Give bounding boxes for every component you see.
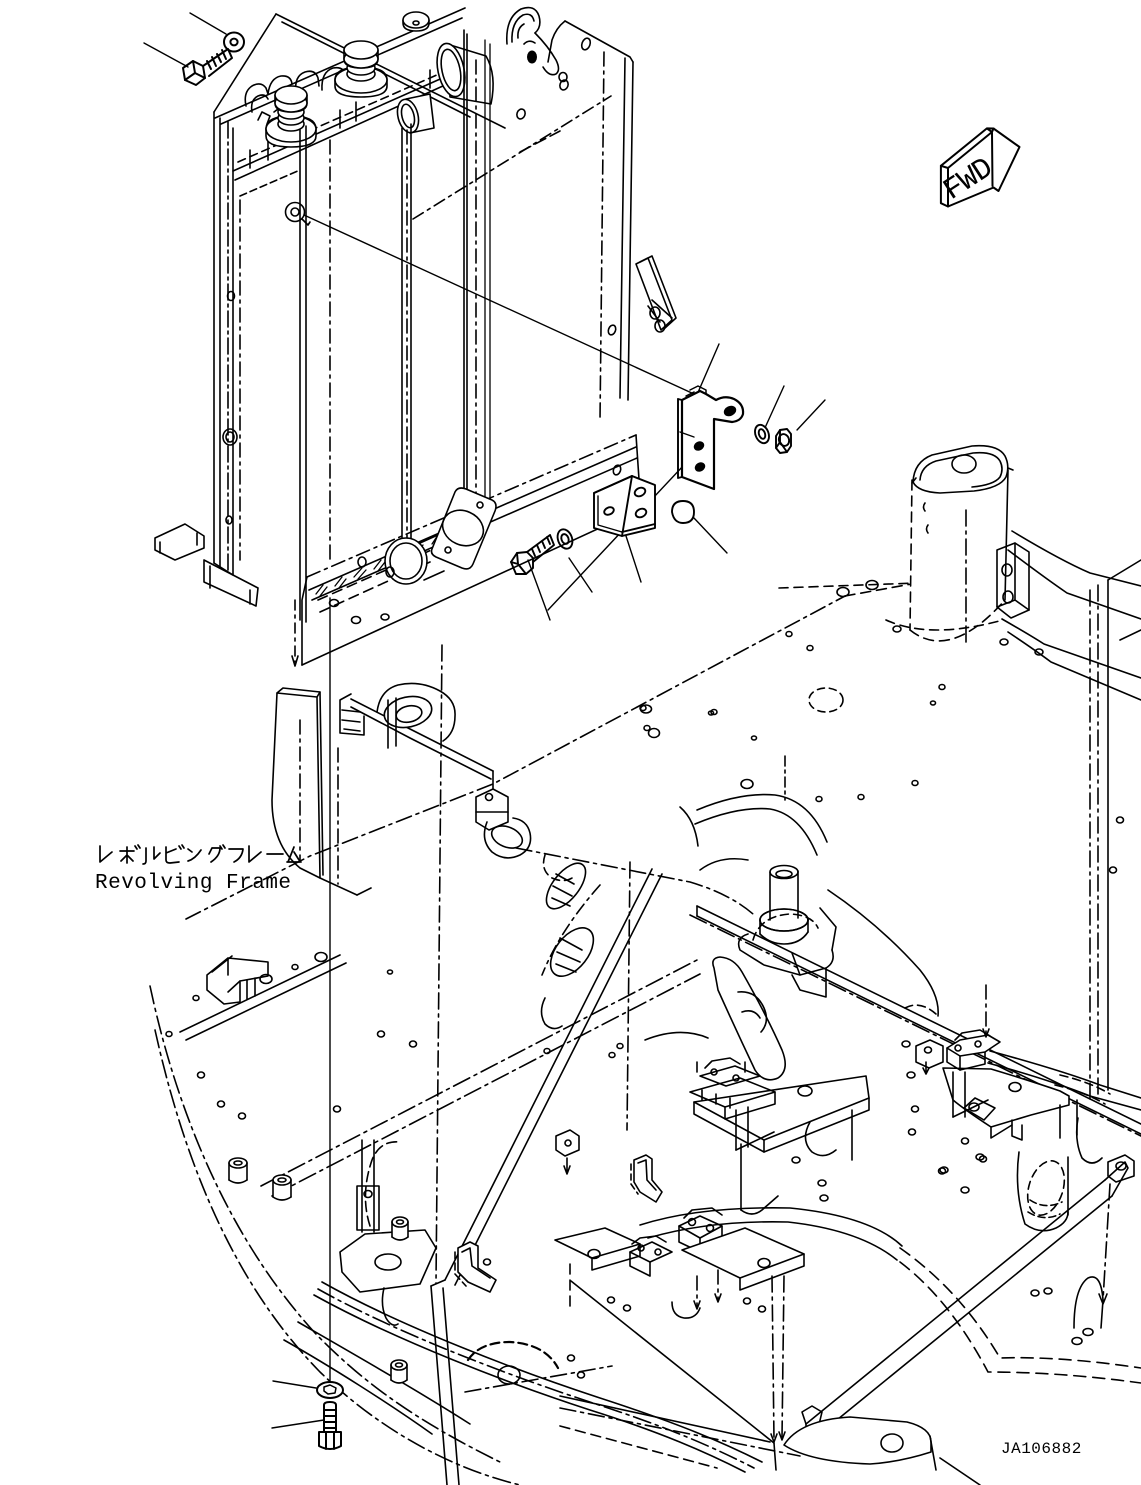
svg-text:JA106882: JA106882 [1001, 1440, 1082, 1458]
svg-text:Revolving Frame: Revolving Frame [95, 872, 292, 895]
